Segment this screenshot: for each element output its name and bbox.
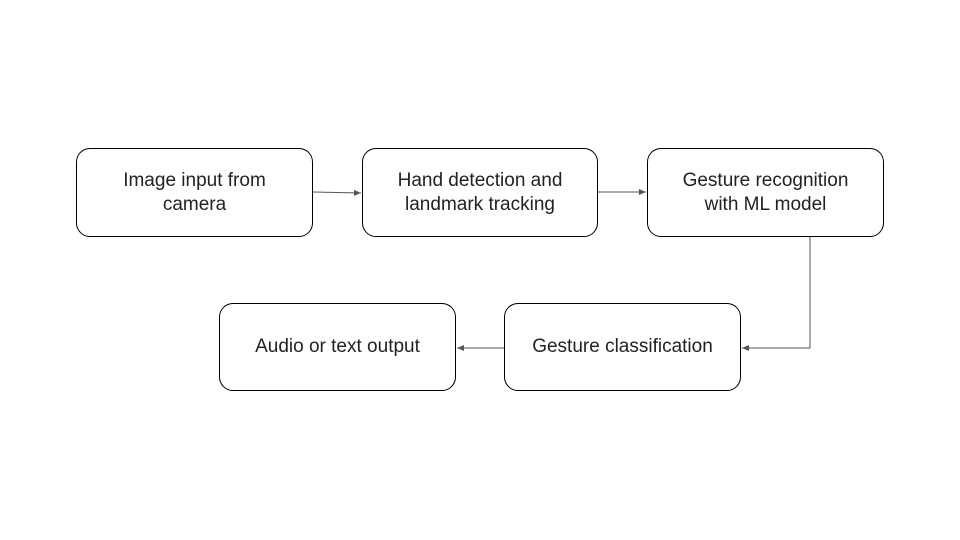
node-label: Gesture classification: [532, 336, 713, 357]
node-label: Hand detection and landmark tracking: [397, 169, 563, 215]
arrow-n3-to-n4: [742, 237, 811, 351]
node-gesture-classification: Gesture classification: [504, 303, 741, 391]
node-label: Audio or text output: [255, 336, 420, 357]
node-image-input: Image input from camera: [76, 148, 313, 237]
node-gesture-recognition: Gesture recognition with ML model: [647, 148, 884, 237]
node-label: Image input from camera: [123, 169, 266, 215]
node-hand-detection: Hand detection and landmark tracking: [362, 148, 598, 237]
node-label: Gesture recognition with ML model: [682, 169, 849, 215]
node-audio-text-output: Audio or text output: [219, 303, 456, 391]
arrow-n1-to-n2: [312, 189, 362, 196]
